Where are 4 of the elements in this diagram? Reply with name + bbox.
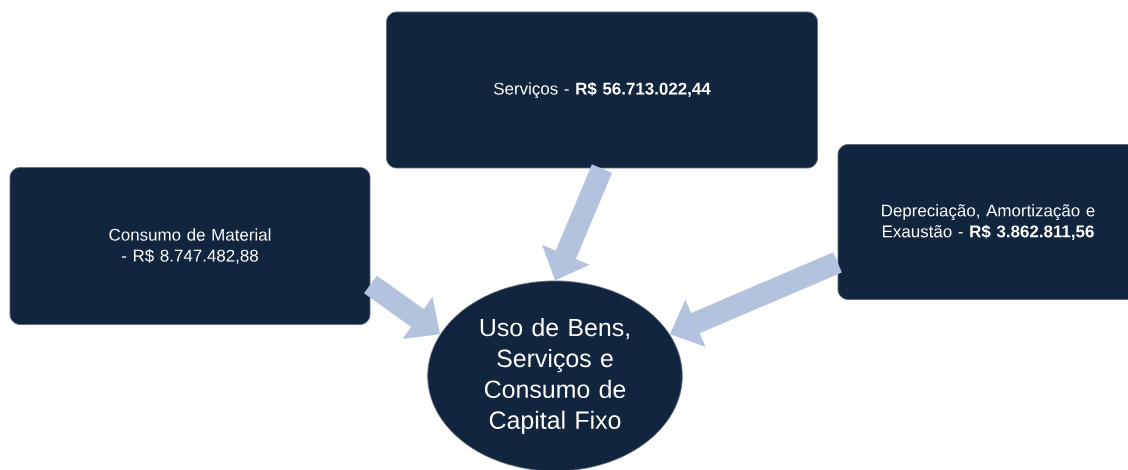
text-box: Serviços - R$ 56.713.022,44 [386,11,818,169]
text-box: Depreciação, Amortização e Exaustão - R$ 3.862.811,56 [837,144,1128,300]
ellipse-node: Uso de Bens, Serviços e Consumo de Capital Fixo [427,280,683,470]
text-box: Consumo de Material - R$ 8.747.482,88 [9,167,371,325]
